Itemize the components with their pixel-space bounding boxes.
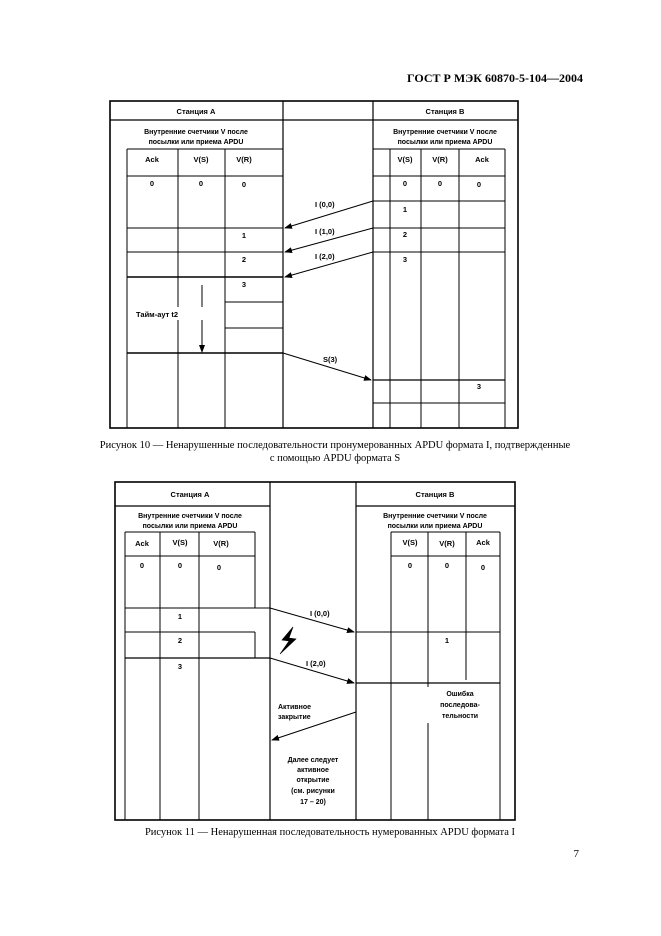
fig11-follow-3: открытие	[297, 777, 330, 784]
fig10-timeout-label: Тайм-аут t2	[136, 310, 178, 319]
fig11-a-col-vs: V(S)	[173, 538, 189, 547]
figure-10-caption-line2: с помощью APDU формата S	[269, 453, 401, 464]
fig11-arrow-i00	[269, 607, 355, 633]
fig11-arrow-close	[271, 711, 357, 741]
fig11-b-col-vr: V(R)	[439, 539, 455, 548]
fig11-b-vr-0: 0	[445, 561, 449, 570]
fig11-seq-error-3: тельности	[442, 713, 478, 720]
figure-10-text: Станция А Станция В Внутренние счетчики …	[132, 107, 497, 391]
fig10-b-ack-0: 0	[477, 180, 481, 189]
fig11-a-vs-3: 3	[178, 662, 182, 671]
fig11-a-col-vr: V(R)	[213, 539, 229, 548]
fig10-b-vr-1: 1	[403, 205, 407, 214]
fig11-b-vs-0: 0	[408, 561, 412, 570]
fig11-seq-error-1: Ошибка	[446, 690, 473, 698]
arrow-s3	[282, 352, 372, 381]
figure-10-caption-line1: Рисунок 10 — Ненарушенные последовательн…	[99, 440, 571, 451]
fig10-a-counters-2: посылки или приема APDU	[149, 139, 244, 146]
fig11-a-vs-2: 2	[178, 636, 182, 645]
fig10-a-vr-2: 2	[242, 255, 246, 264]
arrow-i20	[284, 251, 374, 278]
fig10-b-vs-0: 0	[403, 179, 407, 188]
arrow-i00	[284, 200, 374, 229]
fig10-msg-i10: I (1,0)	[315, 227, 335, 236]
fig11-b-counters-1: Внутренние счетчики V после	[383, 513, 487, 520]
fig11-a-ack-0: 0	[140, 561, 144, 570]
fig10-a-vr-0: 0	[242, 180, 246, 189]
fig11-b-col-ack: Ack	[476, 538, 491, 547]
fig10-a-vs-0: 0	[199, 179, 203, 188]
fig11-a-counters-1: Внутренние счетчики V после	[138, 513, 242, 520]
fig11-a-vs-1: 1	[178, 612, 182, 621]
fig11-seq-error-2: последова-	[440, 702, 480, 709]
fig10-a-col-ack: Ack	[145, 155, 160, 164]
fig10-station-a: Станция А	[177, 107, 216, 116]
fig10-b-vr-3: 3	[403, 255, 407, 264]
fig10-b-col-vr: V(R)	[432, 155, 448, 164]
arrow-i10	[284, 227, 374, 254]
fig11-arrow-i20	[269, 657, 355, 684]
fig11-b-counters-2: посылки или приема APDU	[388, 523, 483, 530]
fig10-a-vr-3: 3	[242, 280, 246, 289]
fig10-b-vr-0: 0	[438, 179, 442, 188]
fig11-b-col-vs: V(S)	[403, 538, 419, 547]
fig11-msg-i20: I (2,0)	[306, 659, 326, 668]
fig11-b-ack-0: 0	[481, 563, 485, 572]
fig11-station-b: Станция В	[416, 490, 455, 499]
fig10-b-col-ack: Ack	[475, 155, 490, 164]
figure-10-caption: Рисунок 10 — Ненарушенные последовательн…	[50, 439, 620, 465]
fig11-active-close-1: Активное	[278, 704, 311, 711]
fig11-a-counters-2: посылки или приема APDU	[143, 523, 238, 530]
fig10-a-counters-1: Внутренние счетчики V после	[144, 129, 248, 136]
fig10-b-vr-2: 2	[403, 230, 407, 239]
fig11-b-vr-1: 1	[445, 636, 449, 645]
fig10-a-ack-0: 0	[150, 179, 154, 188]
fig11-a-col-ack: Ack	[135, 539, 150, 548]
fig11-active-close-2: закрытие	[278, 714, 311, 721]
figure-11-caption: Рисунок 11 — Ненарушенная последовательн…	[144, 827, 516, 838]
page-header: ГОСТ Р МЭК 60870-5-104—2004	[407, 71, 583, 85]
fig10-a-col-vs: V(S)	[194, 155, 210, 164]
figure-11	[114, 481, 516, 821]
fig10-b-counters-1: Внутренние счетчики V после	[393, 129, 497, 136]
fig10-b-ack-3: 3	[477, 382, 481, 391]
fig10-b-counters-2: посылки или приема APDU	[398, 139, 493, 146]
fig10-msg-i20: I (2,0)	[315, 252, 335, 261]
fig10-a-vr-1: 1	[242, 231, 246, 240]
fig10-msg-i00: I (0,0)	[315, 200, 335, 209]
figure-10	[109, 100, 519, 429]
fig11-follow-5: 17 – 20)	[300, 799, 326, 806]
page-number: 7	[573, 848, 580, 860]
fig11-follow-2: активное	[297, 767, 329, 774]
fig11-msg-i00: I (0,0)	[310, 609, 330, 618]
fig10-msg-s3: S(3)	[323, 355, 338, 364]
figure-11-text: Станция А Станция В Внутренние счетчики …	[135, 490, 494, 806]
fig11-follow-4: (см. рисунки	[291, 788, 335, 795]
fig10-a-col-vr: V(R)	[236, 155, 252, 164]
lightning-icon	[279, 626, 297, 655]
fig11-a-vr-0: 0	[217, 563, 221, 572]
fig11-a-vs-0: 0	[178, 561, 182, 570]
fig10-station-b: Станция В	[426, 107, 465, 116]
fig11-station-a: Станция А	[171, 490, 210, 499]
fig10-b-col-vs: V(S)	[398, 155, 414, 164]
fig11-follow-1: Далее следует	[288, 757, 339, 764]
